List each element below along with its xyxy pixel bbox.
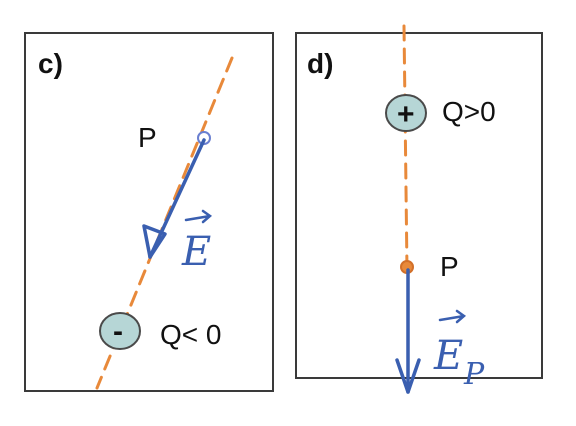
- panel-d-charge-body: [385, 94, 427, 132]
- panel-d-letter: d): [307, 48, 333, 79]
- panel-c-charge-label: Q< 0: [160, 319, 221, 350]
- panel-c-field-vector: [142, 138, 206, 259]
- panel-c-charge-body: [99, 312, 141, 350]
- panel-d-vector-symbol: E: [433, 333, 463, 379]
- panel-c-point-label: P: [138, 122, 157, 153]
- panel-d-vector-bar: [438, 309, 467, 324]
- panel-c-charge-sign: -: [113, 315, 123, 348]
- panel-d-charge-sign: +: [397, 98, 415, 131]
- panel-c-vector-label: E: [181, 209, 213, 275]
- panel-c-letter: c): [38, 48, 63, 79]
- panel-d-vector-subscript: P: [463, 357, 485, 392]
- panel-d-field-line: [402, 24, 409, 272]
- panel-c: c) P E - Q< 0: [24, 32, 274, 392]
- panel-c-charge: -: [99, 312, 141, 350]
- panel-d-point-label: P: [440, 251, 459, 282]
- panel-d-field-vector: [395, 268, 421, 394]
- panel-d-charge-label: Q>0: [442, 96, 496, 127]
- panel-c-frame: [24, 32, 274, 392]
- panel-c-vector-symbol: E: [181, 229, 211, 275]
- panel-c-vector-bar: [184, 209, 213, 224]
- panel-d-charge: +: [385, 94, 427, 132]
- panel-d-vector-arrowhead: [395, 358, 421, 394]
- panel-d: d) + Q>0 P E P: [295, 24, 543, 394]
- panel-c-vector-shaft: [148, 138, 206, 259]
- panel-c-vector-arrowhead: [142, 224, 167, 259]
- panel-d-vector-label: E P: [433, 309, 485, 392]
- panel-d-frame: [295, 32, 543, 379]
- panel-c-field-line: [95, 56, 234, 390]
